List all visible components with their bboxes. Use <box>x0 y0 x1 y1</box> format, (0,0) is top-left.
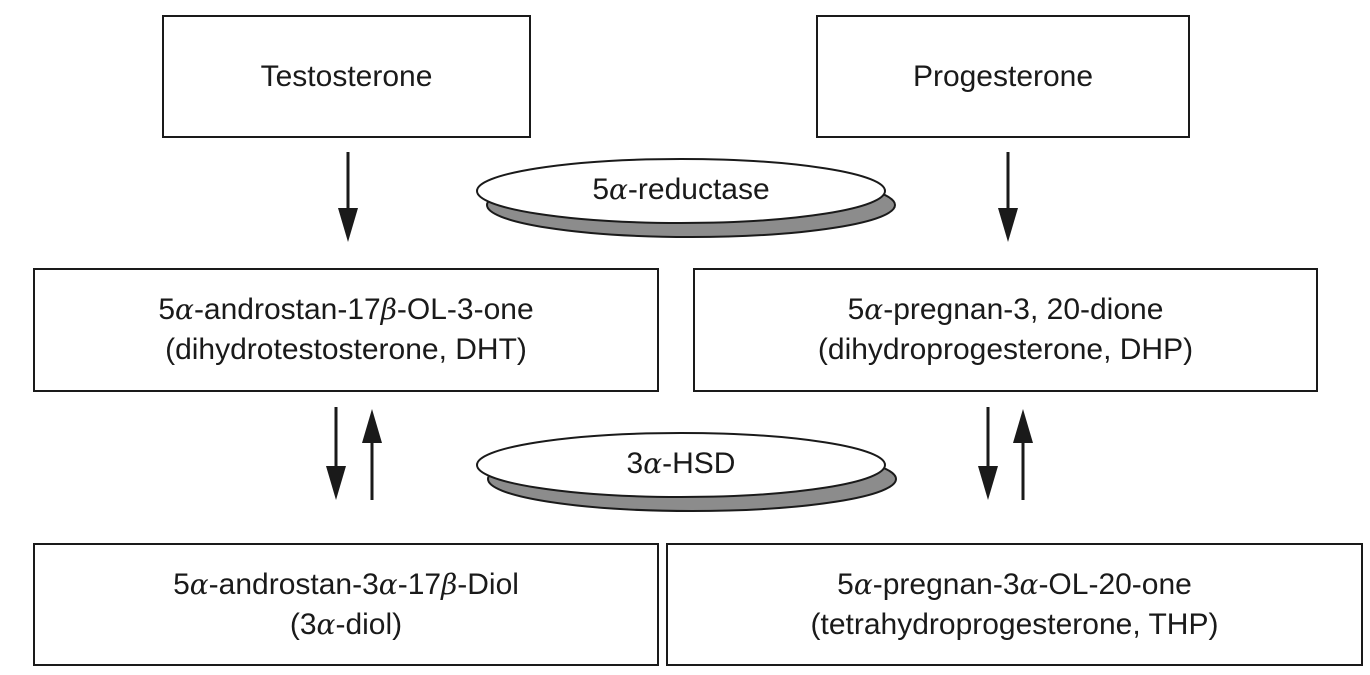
alpha-symbol: α <box>853 567 873 601</box>
thp-line2: (tetrahydroprogesterone, THP) <box>810 607 1219 641</box>
thp-box: 5α-pregnan-3α-OL-20-one (tetrahydroproge… <box>666 543 1363 666</box>
thp-line1: 5α-pregnan-3α-OL-20-one <box>837 565 1192 605</box>
arrow-dhp-to-thp <box>978 407 998 500</box>
beta-symbol: β <box>441 567 458 601</box>
dhp-line1-pre: 5 <box>847 293 865 326</box>
dht-box: 5α-androstan-17β-OL-3-one (dihydrotestos… <box>33 268 659 392</box>
dht-line1-pre: 5 <box>158 293 176 326</box>
diol-line1-post: -Diol <box>457 567 519 601</box>
dht-line1: 5α-androstan-17β-OL-3-one <box>158 290 533 330</box>
testosterone-label: Testosterone <box>260 59 433 93</box>
alpha-symbol: α <box>189 567 209 601</box>
diol-line1-mid2: -17 <box>397 567 442 601</box>
diol-box: 5α-androstan-3α-17β-Diol (3α-diol) <box>33 543 659 666</box>
diol-line2-pre: (3 <box>289 607 317 641</box>
alpha-symbol: α <box>316 607 336 641</box>
enzyme-reductase-ellipse <box>476 158 896 238</box>
arrow-thp-to-dhp <box>1013 409 1033 500</box>
alpha-symbol: α <box>1019 567 1039 601</box>
progesterone-box: Progesterone <box>816 15 1190 138</box>
dht-line1-mid: -androstan-17 <box>193 293 381 326</box>
beta-symbol: β <box>380 293 397 326</box>
alpha-symbol: α <box>378 567 398 601</box>
diol-line2: (3α-diol) <box>290 605 402 645</box>
enzyme-hsd-post: -HSD <box>662 447 736 480</box>
enzyme-hsd-label: 3α-HSD <box>481 444 881 484</box>
alpha-symbol: α <box>643 447 663 480</box>
dht-line1-post: -OL-3-one <box>396 293 534 326</box>
diol-line1-mid: -androstan-3 <box>208 567 379 601</box>
alpha-symbol: α <box>175 293 194 326</box>
arrow-progesterone-to-dhp <box>998 152 1018 242</box>
enzyme-reductase-pre: 5 <box>592 173 609 206</box>
testosterone-box: Testosterone <box>162 15 531 138</box>
thp-line1-pre: 5 <box>837 567 854 601</box>
progesterone-label: Progesterone <box>912 59 1094 93</box>
dhp-line2: (dihydroprogesterone, DHP) <box>817 333 1194 366</box>
alpha-symbol: α <box>864 293 884 326</box>
arrow-diol-to-dht <box>362 409 382 500</box>
thp-line1-post: -OL-20-one <box>1038 567 1192 601</box>
dhp-line1: 5α-pregnan-3, 20-dione <box>848 290 1164 330</box>
arrow-dht-to-diol <box>326 407 346 500</box>
alpha-symbol: α <box>609 173 628 206</box>
arrow-testosterone-to-dht <box>338 152 358 242</box>
enzyme-reductase-label: 5α-reductase <box>481 170 881 210</box>
enzyme-hsd-pre: 3 <box>626 447 644 480</box>
thp-line1-mid: -pregnan-3 <box>872 567 1020 601</box>
dhp-box: 5α-pregnan-3, 20-dione (dihydroprogester… <box>693 268 1318 392</box>
diol-line1: 5α-androstan-3α-17β-Diol <box>173 565 519 605</box>
enzyme-reductase-post: -reductase <box>627 173 770 206</box>
dht-line2: (dihydrotestosterone, DHT) <box>165 333 527 366</box>
diol-line1-pre: 5 <box>173 567 190 601</box>
dhp-line1-post: -pregnan-3, 20-dione <box>883 293 1164 326</box>
enzyme-hsd-ellipse <box>476 432 897 512</box>
diol-line2-post: -diol) <box>335 607 403 641</box>
